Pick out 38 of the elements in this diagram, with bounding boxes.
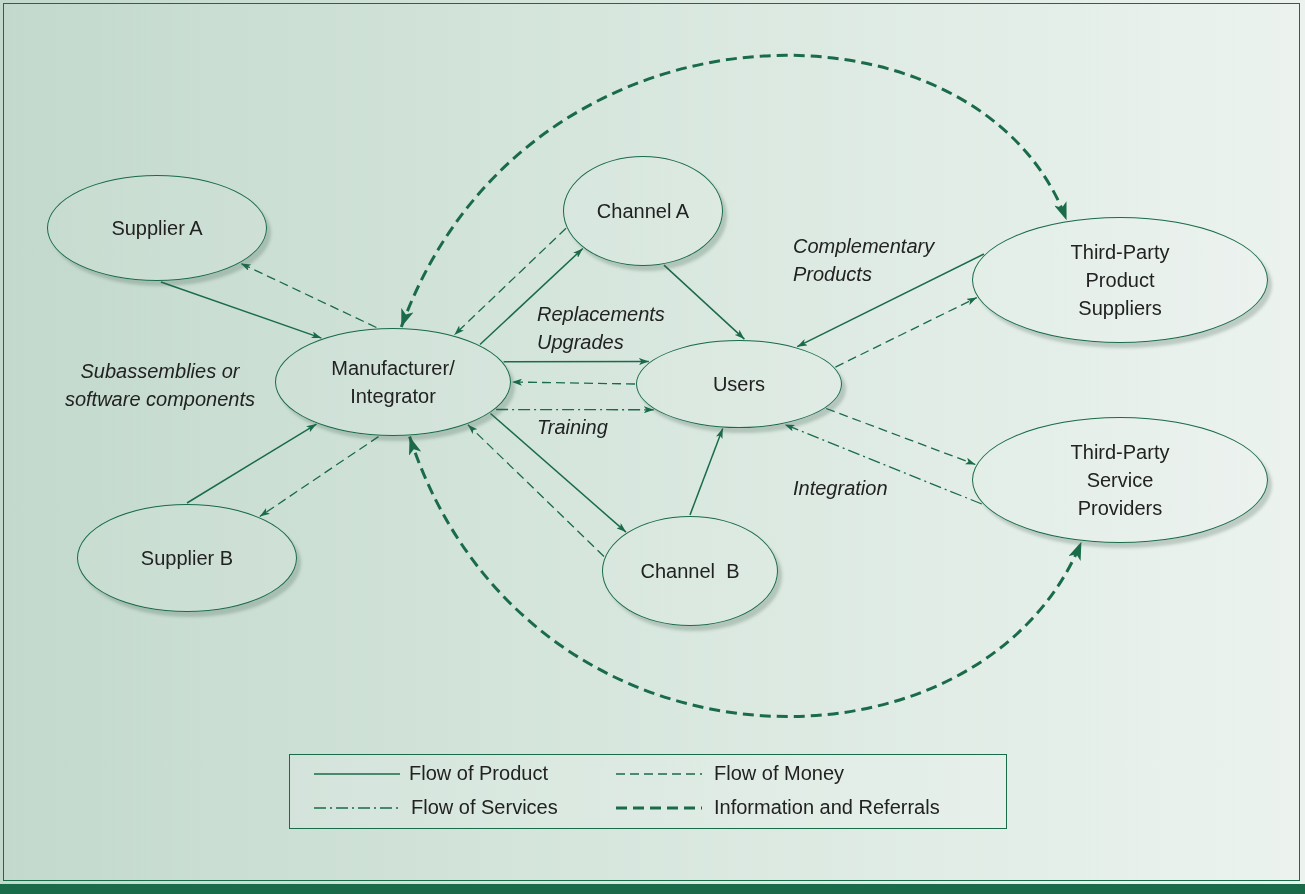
actor-ellipse bbox=[636, 340, 842, 428]
legend-label: Flow of Money bbox=[714, 762, 845, 785]
flow-arrow bbox=[467, 424, 605, 558]
node-label: Third-Party Product Suppliers bbox=[1069, 240, 1171, 321]
node-label: Manufacturer/ Integrator bbox=[330, 356, 456, 409]
legend-label: Flow of Services bbox=[411, 796, 558, 819]
flow-arrow bbox=[689, 427, 724, 516]
flow-arrow bbox=[240, 262, 378, 329]
flow-arrow bbox=[796, 253, 985, 348]
node-label: Supplier A bbox=[111, 216, 203, 241]
edge-label: Replacements Upgrades bbox=[537, 302, 666, 355]
legend-label: Flow of Product bbox=[409, 762, 548, 785]
flow-note: Subassemblies or software components bbox=[63, 359, 257, 412]
edge-label: Integration bbox=[793, 476, 888, 501]
flow-arrow bbox=[502, 358, 650, 365]
node-label: Supplier B bbox=[140, 546, 234, 571]
referral-arrow bbox=[399, 55, 1068, 328]
flow-arrow bbox=[825, 407, 977, 466]
edge-label: Training bbox=[537, 415, 608, 440]
node-label: Channel A bbox=[596, 199, 690, 224]
flow-arrow bbox=[663, 264, 746, 340]
node-label: Third-Party Service Providers bbox=[1069, 440, 1171, 521]
flow-arrow bbox=[259, 435, 380, 518]
node-label: Channel B bbox=[640, 559, 740, 584]
legend-label: Information and Referrals bbox=[714, 796, 940, 819]
flow-arrow bbox=[495, 406, 655, 414]
referral-arrow bbox=[408, 435, 1083, 717]
edge-label: Complementary Products bbox=[793, 234, 936, 287]
flow-arrow bbox=[186, 423, 318, 504]
flow-arrow bbox=[834, 296, 978, 368]
node-label: Users bbox=[712, 372, 766, 397]
flow-arrow bbox=[160, 281, 323, 339]
flow-arrow bbox=[511, 378, 636, 386]
flow-arrow bbox=[479, 247, 584, 346]
flow-arrow bbox=[453, 227, 567, 336]
flow-arrow bbox=[489, 412, 627, 533]
flow-arrow bbox=[783, 423, 983, 505]
actor-ellipse bbox=[275, 328, 511, 436]
